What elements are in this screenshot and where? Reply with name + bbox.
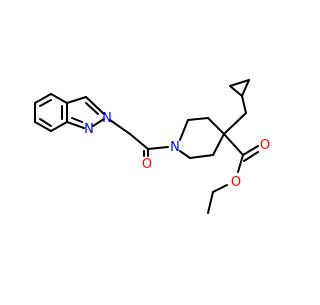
aromatic-inner-bond: [39, 118, 52, 127]
atom-n-indazole-1: N: [102, 111, 112, 126]
structure-diagram: N N N O O O: [0, 0, 300, 300]
atom-o-amide: O: [142, 157, 152, 172]
bond: [179, 150, 191, 159]
bond: [179, 119, 189, 141]
bond: [50, 121, 68, 132]
bond: [147, 146, 169, 150]
bond: [241, 95, 247, 114]
aromatic-inner-bond: [39, 99, 52, 107]
double-bond-inner: [85, 102, 99, 115]
bond: [207, 191, 214, 214]
bonds: [34, 79, 259, 214]
bond: [109, 119, 131, 135]
bond: [242, 145, 259, 156]
bond: [34, 93, 52, 104]
bond: [66, 121, 85, 129]
bond: [34, 121, 52, 132]
bond: [223, 112, 247, 135]
bond: [207, 117, 225, 135]
bond: [66, 96, 87, 104]
molecule-drawing: N N N O O O: [0, 0, 300, 300]
bond: [241, 79, 250, 97]
atom-o-ester-ether: O: [231, 175, 241, 190]
bond: [212, 133, 225, 156]
bond: [237, 154, 244, 173]
bond: [187, 117, 209, 121]
bond: [129, 133, 149, 150]
double-bond-inner: [243, 151, 259, 162]
atom-labels: N N N O O O: [84, 111, 270, 190]
double-bond-inner: [71, 117, 83, 123]
atom-n-piperidine: N: [170, 140, 180, 155]
bond: [50, 93, 68, 104]
bond: [229, 85, 243, 97]
atom-o-ester-carbonyl: O: [260, 138, 270, 153]
bond: [85, 96, 105, 115]
background: [0, 0, 300, 300]
atom-n-indazole-2: N: [84, 122, 94, 137]
bond: [92, 118, 105, 127]
bond: [229, 79, 250, 87]
bond: [212, 184, 228, 193]
bond: [223, 133, 244, 156]
bond: [189, 154, 214, 159]
